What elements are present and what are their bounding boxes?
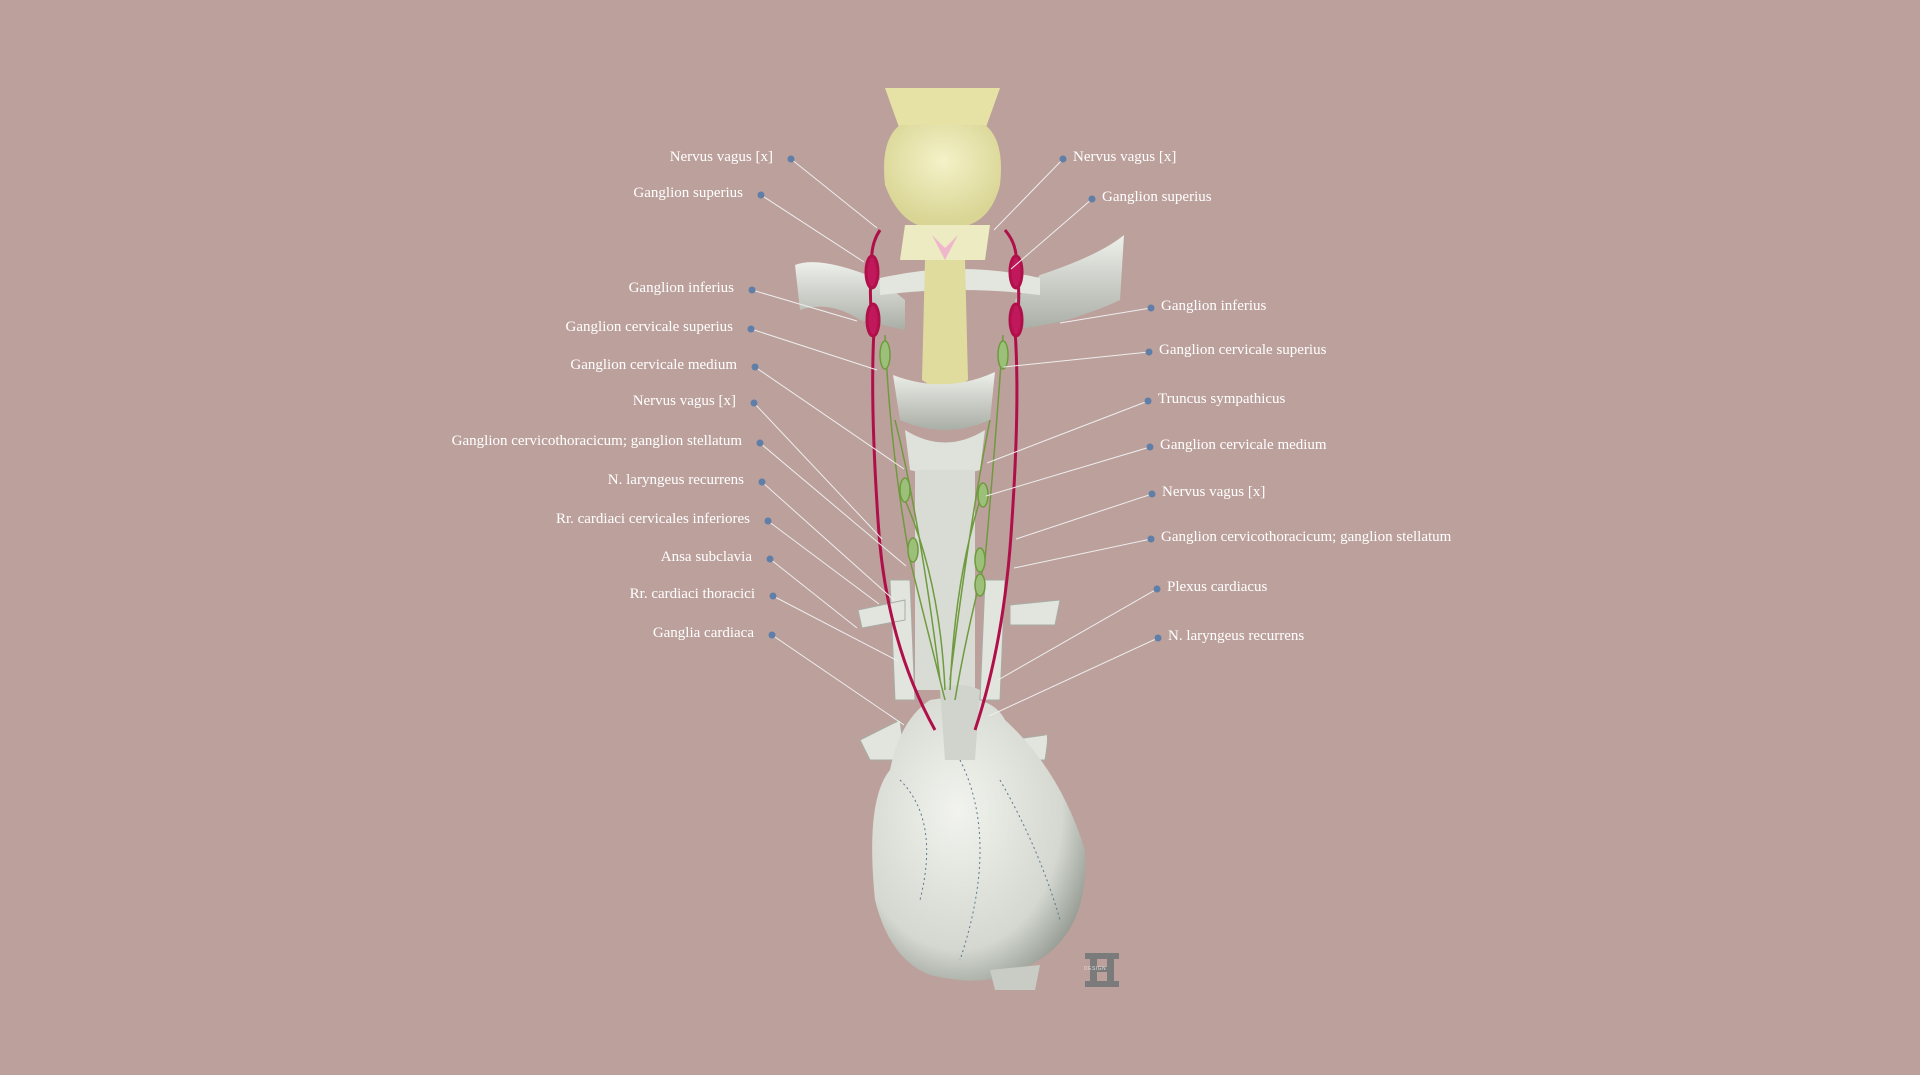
leader-line <box>761 481 895 601</box>
label-left-nervus-vagus-x[interactable]: Nervus vagus [x] <box>632 393 736 409</box>
leader-line <box>988 637 1159 717</box>
label-dot[interactable] <box>1145 348 1153 356</box>
label-dot[interactable] <box>1147 535 1155 543</box>
leader-line <box>769 558 858 629</box>
label-left-ganglia-cardiaca[interactable]: Ganglia cardiaca <box>652 625 754 641</box>
label-dot[interactable] <box>757 191 765 199</box>
leader-line <box>760 194 865 263</box>
label-dot[interactable] <box>1154 634 1162 642</box>
label-dot[interactable] <box>751 363 759 371</box>
leader-line <box>750 328 878 371</box>
leader-line <box>997 588 1158 681</box>
label-dot[interactable] <box>748 286 756 294</box>
leader-line <box>1013 538 1152 569</box>
leader-line <box>790 158 878 229</box>
larynx-trachea <box>893 372 995 690</box>
label-right-nervus-vagus-x[interactable]: Nervus vagus [x] <box>1073 149 1177 165</box>
label-right-ganglion-cervicale-medium[interactable]: Ganglion cervicale medium <box>1160 437 1327 453</box>
leader-line <box>1059 307 1152 324</box>
label-left-ganglion-inferius[interactable]: Ganglion inferius <box>628 280 734 296</box>
hh-design-logo <box>1085 953 1119 987</box>
label-dot[interactable] <box>747 325 755 333</box>
leader-line <box>772 595 899 662</box>
label-right-ganglion-inferius[interactable]: Ganglion inferius <box>1161 298 1267 314</box>
label-dot[interactable] <box>1144 397 1152 405</box>
leader-line <box>1015 493 1153 540</box>
leader-line <box>759 442 907 567</box>
label-dot[interactable] <box>787 155 795 163</box>
label-dot[interactable] <box>1059 155 1067 163</box>
label-left-ganglion-superius[interactable]: Ganglion superius <box>633 185 743 201</box>
label-dot[interactable] <box>756 439 764 447</box>
leader-line <box>767 520 880 605</box>
label-dot[interactable] <box>766 555 774 563</box>
leader-line <box>771 634 905 726</box>
brainstem <box>884 88 1001 395</box>
great-vessels <box>857 579 1061 761</box>
leader-line <box>751 289 858 322</box>
leader-line <box>986 400 1149 464</box>
label-dot[interactable] <box>750 399 758 407</box>
logo-text: DESIGN <box>1084 966 1107 972</box>
heart <box>872 685 1086 990</box>
leader-line <box>754 366 905 470</box>
leader-line <box>753 402 883 540</box>
label-right-truncus-sympathicus[interactable]: Truncus sympathicus <box>1158 391 1286 407</box>
label-left-rr-cardiaci-thoracici[interactable]: Rr. cardiaci thoracici <box>629 586 755 602</box>
label-right-plexus-cardiacus[interactable]: Plexus cardiacus <box>1167 579 1268 595</box>
vagus-nerves <box>864 229 1024 731</box>
label-dot[interactable] <box>764 517 772 525</box>
label-right-ganglion-cervicothoracicum-ganglion-stellatum[interactable]: Ganglion cervicothoracicum; ganglion ste… <box>1161 529 1452 545</box>
label-dot[interactable] <box>1146 443 1154 451</box>
label-left-rr-cardiaci-cervicales-inferiores[interactable]: Rr. cardiaci cervicales inferiores <box>555 511 750 527</box>
label-left-ganglion-cervicale-superius[interactable]: Ganglion cervicale superius <box>565 319 733 335</box>
label-left-nervus-vagus-x[interactable]: Nervus vagus [x] <box>669 149 773 165</box>
label-left-ganglion-cervicale-medium[interactable]: Ganglion cervicale medium <box>570 357 737 373</box>
label-right-n-laryngeus-recurrens[interactable]: N. laryngeus recurrens <box>1168 628 1305 644</box>
label-right-ganglion-superius[interactable]: Ganglion superius <box>1102 189 1212 205</box>
label-left-ganglion-cervicothoracicum-ganglion-stellatum[interactable]: Ganglion cervicothoracicum; ganglion ste… <box>451 433 742 449</box>
sympathetic-trunks <box>879 334 1009 701</box>
label-left-ansa-subclavia[interactable]: Ansa subclavia <box>660 549 752 565</box>
label-dot[interactable] <box>1147 304 1155 312</box>
label-dot[interactable] <box>768 631 776 639</box>
leader-line <box>985 446 1151 497</box>
label-right-nervus-vagus-x[interactable]: Nervus vagus [x] <box>1162 484 1266 500</box>
label-dot[interactable] <box>758 478 766 486</box>
label-dot[interactable] <box>1088 195 1096 203</box>
label-dot[interactable] <box>769 592 777 600</box>
leader-lines <box>747 155 1162 726</box>
leader-line <box>1003 351 1150 368</box>
label-dot[interactable] <box>1148 490 1156 498</box>
label-dot[interactable] <box>1153 585 1161 593</box>
label-left-n-laryngeus-recurrens[interactable]: N. laryngeus recurrens <box>607 472 744 488</box>
label-right-ganglion-cervicale-superius[interactable]: Ganglion cervicale superius <box>1159 342 1327 358</box>
leader-line <box>1010 198 1093 270</box>
leader-line <box>993 158 1064 231</box>
